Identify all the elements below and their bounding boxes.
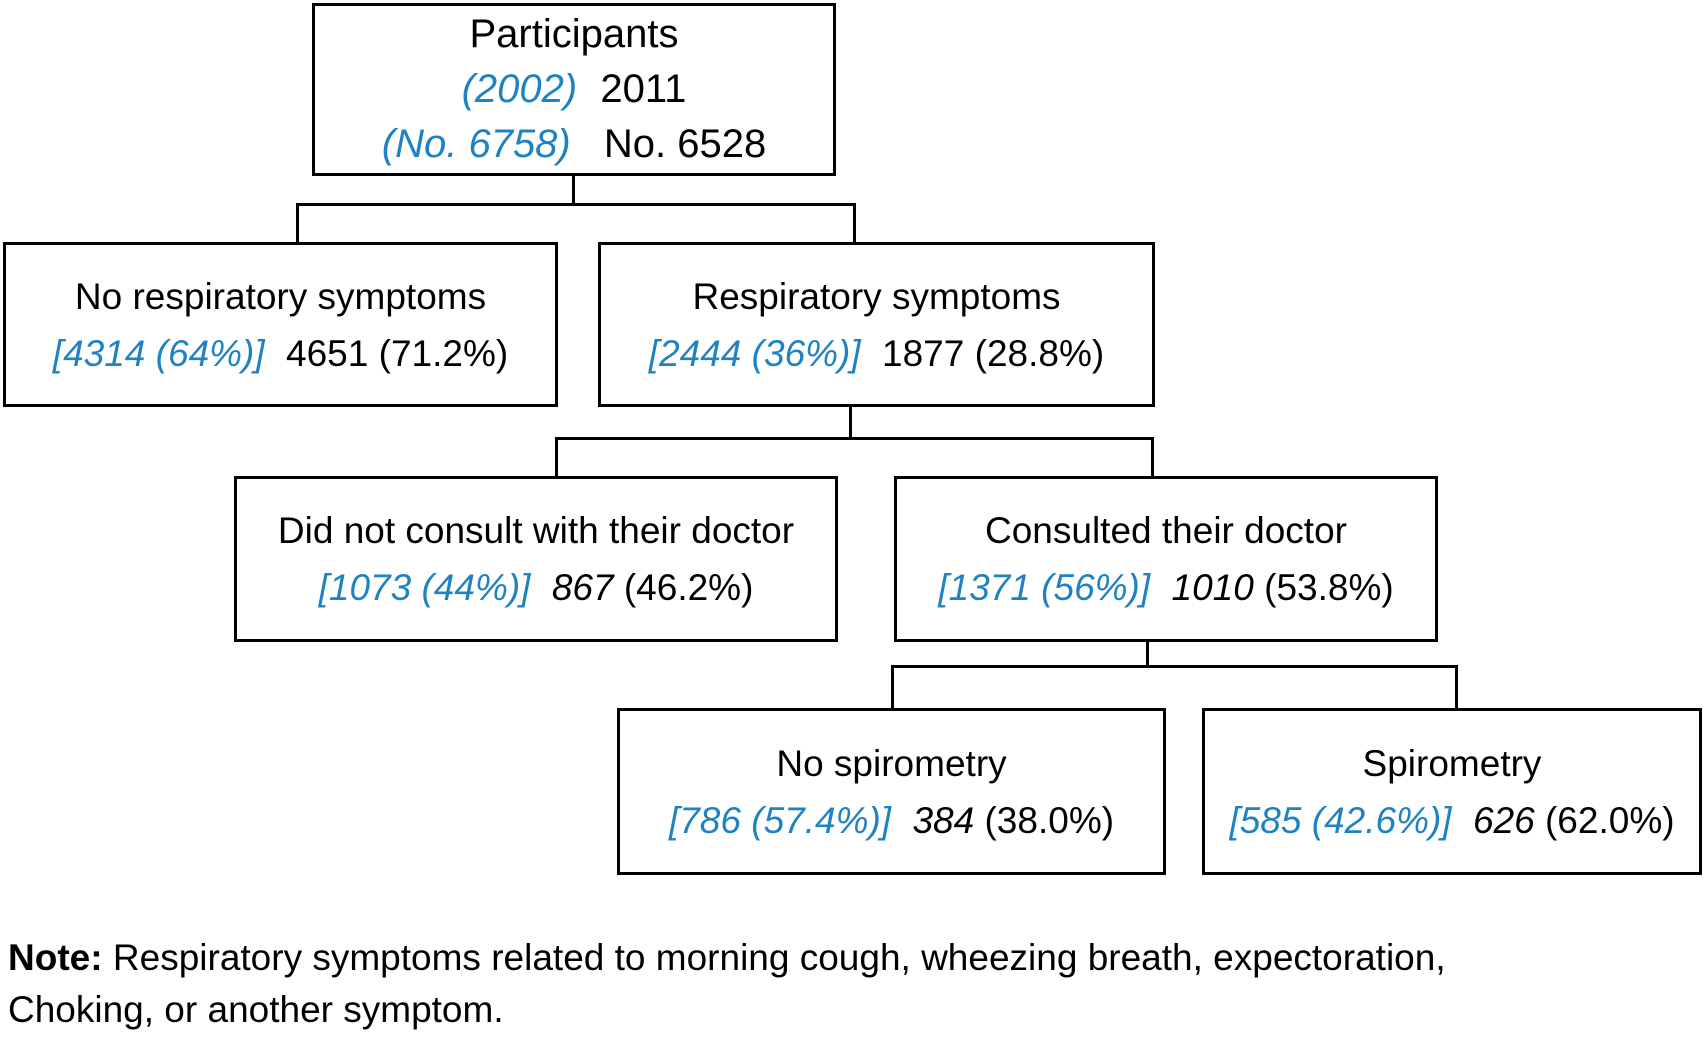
baseline-2002-value: (2002) [461, 67, 578, 111]
node-title: No respiratory symptoms [74, 275, 487, 317]
current-2011-value: 626 [1472, 799, 1535, 841]
current-2011-value: 1877 [882, 332, 965, 374]
node-values-row: [4314 (64%)] 4651 (71.2%) [53, 325, 508, 382]
note-line-1: Note:Respiratory symptoms related to mor… [8, 932, 1688, 984]
connector-level3-horizontal [891, 665, 1458, 668]
current-2011-count: No. 6528 [603, 122, 767, 166]
note-text-line1: Respiratory symptoms related to morning … [112, 937, 1446, 978]
connector-level1-horizontal [296, 203, 856, 206]
node-respiratory-symptoms: Respiratory symptoms [2444 (36%)] 1877 (… [598, 242, 1155, 407]
baseline-2002-value: [4314 (64%)] [52, 332, 265, 374]
node-title: Consulted their doctor [985, 510, 1347, 551]
connector-respiratory-stub [849, 407, 852, 437]
note-label: Note: [8, 937, 103, 978]
current-2011-value: 2011 [600, 67, 687, 111]
current-2011-value: 867 [551, 567, 614, 608]
node-values-row: [1073 (44%)] 867 (46.2%) [319, 559, 754, 616]
current-2011-pct: (53.8%) [1264, 567, 1394, 608]
baseline-2002-count: (No. 6758) [381, 122, 571, 166]
connector-level2-horizontal [555, 437, 1154, 440]
node-title: Spirometry [1362, 742, 1542, 784]
current-2011-pct: (46.2%) [623, 567, 754, 608]
node-title: Participants [469, 12, 679, 56]
baseline-2002-value: [585 (42.6%)] [1229, 799, 1452, 841]
connector-drop-consulted [1151, 437, 1154, 476]
node-title: Respiratory symptoms [692, 275, 1061, 317]
node-spirometry: Spirometry [585 (42.6%)] 626 (62.0%) [1202, 708, 1702, 875]
baseline-2002-value: [786 (57.4%)] [668, 799, 892, 841]
current-2011-pct: (38.0%) [984, 799, 1115, 841]
node-values-row: [786 (57.4%)] 384 (38.0%) [669, 792, 1114, 849]
current-2011-pct: (62.0%) [1544, 799, 1675, 841]
connector-drop-no-respiratory [296, 203, 299, 242]
node-title: No spirometry [776, 742, 1007, 784]
current-2011-pct: (71.2%) [378, 332, 509, 374]
node-values-row: [1371 (56%)] 1010 (53.8%) [938, 559, 1393, 616]
current-2011-value: 384 [912, 799, 975, 841]
node-consulted-doctor: Consulted their doctor [1371 (56%)] 1010… [894, 476, 1438, 642]
node-participants: Participants (2002) 2011 (No. 6758) No. … [312, 3, 836, 176]
baseline-2002-value: [1371 (56%)] [938, 567, 1151, 608]
current-2011-value: 1010 [1171, 567, 1254, 608]
connector-drop-no-spirometry [891, 665, 894, 708]
baseline-2002-value: [1073 (44%)] [318, 567, 531, 608]
node-values-row: [585 (42.6%)] 626 (62.0%) [1229, 792, 1674, 849]
node-values-row: (2002) 2011 [462, 62, 687, 117]
connector-participants-stub [572, 176, 575, 203]
node-values-row: [2444 (36%)] 1877 (28.8%) [649, 325, 1104, 382]
figure-note: Note:Respiratory symptoms related to mor… [8, 932, 1688, 1036]
node-title: Did not consult with their doctor [277, 510, 795, 551]
current-2011-value: 4651 [286, 332, 369, 374]
node-did-not-consult: Did not consult with their doctor [1073 … [234, 476, 838, 642]
node-no-respiratory-symptoms: No respiratory symptoms [4314 (64%)] 465… [3, 242, 558, 407]
connector-drop-respiratory [853, 203, 856, 242]
baseline-2002-value: [2444 (36%)] [648, 332, 861, 374]
node-no-spirometry: No spirometry [786 (57.4%)] 384 (38.0%) [617, 708, 1166, 875]
connector-consulted-stub [1146, 642, 1149, 665]
node-values-row: (No. 6758) No. 6528 [382, 117, 766, 172]
note-line-2: Choking, or another symptom. [8, 989, 504, 1030]
connector-drop-did-not-consult [555, 437, 558, 476]
current-2011-pct: (28.8%) [974, 332, 1105, 374]
connector-drop-spirometry [1455, 665, 1458, 708]
